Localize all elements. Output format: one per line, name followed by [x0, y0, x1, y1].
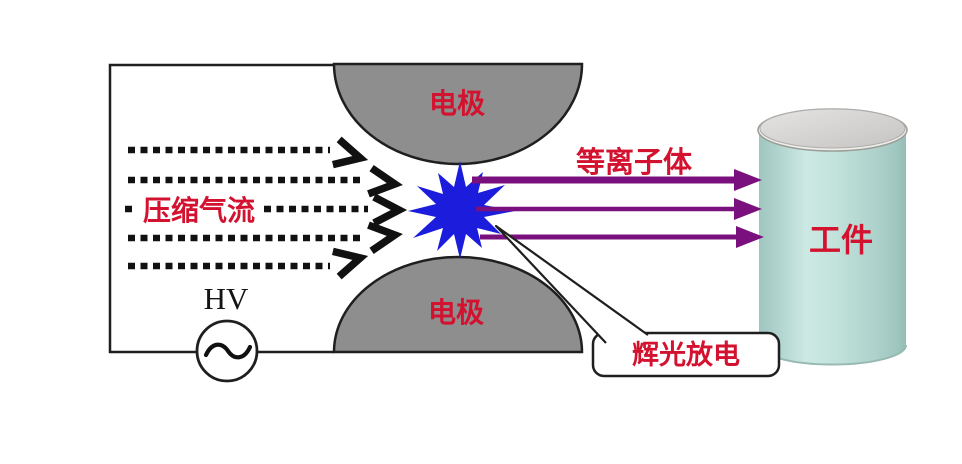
ac-tilde-icon [203, 342, 253, 360]
workpiece-cylinder-top [759, 108, 906, 149]
plasma-arrowhead-icon-3 [736, 226, 764, 248]
gas-flow-arrowhead-icon-2 [367, 165, 403, 198]
compressed-airflow-label: 压缩气流 [143, 194, 255, 226]
workpiece-cylinder-body [759, 130, 906, 365]
plasma-arrowhead-icon-1 [734, 169, 762, 191]
plasma-label: 等离子体 [576, 145, 693, 179]
electrode-bottom-label: 电极 [428, 297, 484, 328]
gas-flow-arrowhead-icon-4 [367, 221, 403, 254]
gas-flow-arrowhead-icon-3 [372, 193, 408, 227]
electrode-top [332, 62, 584, 166]
glow-discharge-callout-pointer [494, 224, 649, 344]
electrode-top-label: 电极 [429, 88, 485, 119]
gas-flow-arrowhead-icon-1 [331, 136, 369, 169]
glow-discharge-label: 辉光放电 [632, 339, 740, 370]
workpiece-label: 工件 [809, 222, 873, 258]
glow-discharge-callout-box [591, 331, 781, 378]
circuit-wire-left [108, 63, 334, 354]
hv-label: HV [204, 281, 249, 316]
gas-flow-arrowhead-icon-5 [331, 247, 369, 280]
electrode-bottom [332, 255, 584, 354]
plasma-arrowhead-icon-2 [734, 198, 762, 220]
glow-discharge-spark [408, 161, 515, 259]
